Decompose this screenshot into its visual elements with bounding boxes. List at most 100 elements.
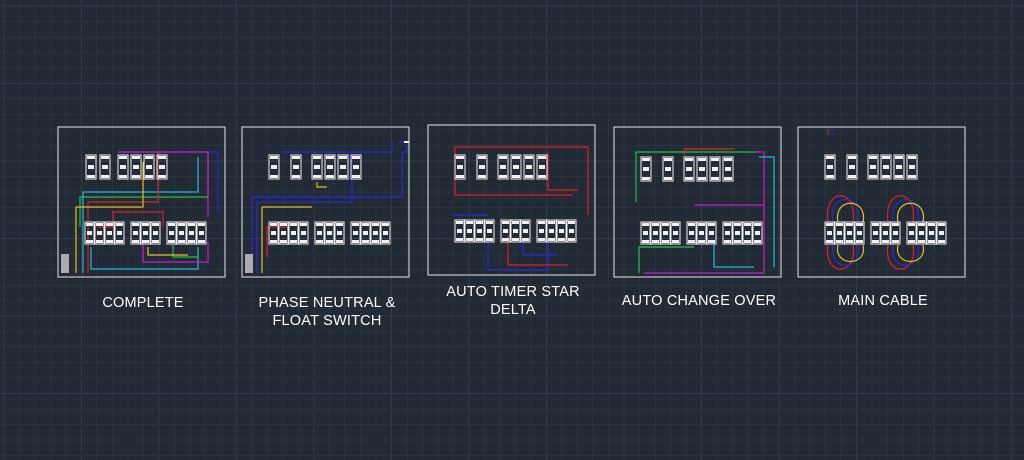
device-symbol	[370, 221, 381, 245]
device-body	[732, 221, 743, 245]
device-terminal-strip	[336, 223, 343, 226]
device-terminal-strip	[106, 240, 113, 243]
device-terminal-strip	[724, 177, 732, 180]
device-switch	[500, 165, 506, 169]
device-symbol	[936, 221, 947, 245]
device-terminal-strip	[476, 238, 483, 241]
device-body	[722, 156, 734, 182]
device-terminal-strip	[352, 223, 359, 226]
device-terminal-strip	[168, 240, 175, 243]
device-body	[298, 221, 309, 245]
device-terminal-strip	[642, 177, 650, 180]
device-terminal-strip	[116, 223, 123, 226]
cable-loop	[837, 202, 864, 223]
device-terminal-strip	[313, 175, 321, 178]
device-body	[176, 221, 187, 245]
device-switch	[87, 231, 92, 235]
device-terminal-strip	[652, 223, 659, 226]
device-body	[464, 219, 475, 243]
device-symbol	[709, 156, 721, 182]
device-body	[556, 219, 567, 243]
device-body	[752, 221, 763, 245]
device-switch	[363, 231, 368, 235]
device-switch	[291, 231, 296, 235]
wire	[316, 182, 327, 188]
device-switch	[909, 165, 915, 169]
device-switch	[353, 231, 358, 235]
device-body	[824, 221, 835, 245]
device-body	[536, 219, 547, 243]
device-terminal-strip	[456, 238, 463, 241]
device-terminal-strip	[106, 223, 113, 226]
device-symbol	[186, 221, 197, 245]
panel-frame	[797, 126, 966, 278]
wire	[522, 240, 558, 256]
cable-loop	[892, 198, 919, 223]
device-terminal-strip	[300, 223, 307, 226]
device-symbol	[350, 154, 362, 180]
wire	[266, 226, 287, 257]
device-switch	[559, 229, 564, 233]
device-terminal-strip	[270, 223, 277, 226]
device-terminal-strip	[87, 156, 95, 159]
device-switch	[337, 231, 342, 235]
device-body	[536, 154, 548, 180]
device-terminal-strip	[522, 238, 529, 241]
wire	[454, 153, 573, 196]
device-switch	[120, 165, 126, 169]
device-terminal-strip	[734, 223, 741, 226]
device-terminal-strip	[362, 223, 369, 226]
device-switch	[107, 231, 112, 235]
device-symbol	[696, 221, 707, 245]
device-terminal-strip	[96, 240, 103, 243]
wire	[98, 211, 164, 228]
device-body	[683, 156, 695, 182]
device-symbol	[906, 154, 918, 180]
device-symbol	[337, 154, 349, 180]
panel-frame	[57, 126, 226, 278]
device-switch	[479, 165, 485, 169]
device-body	[143, 154, 155, 180]
device-switch	[686, 167, 692, 171]
device-symbol	[520, 219, 531, 243]
device-symbol	[696, 156, 708, 182]
device-terminal-strip	[352, 240, 359, 243]
device-symbol	[742, 221, 753, 245]
device-switch	[526, 165, 532, 169]
device-symbol	[268, 221, 279, 245]
label-auto-change-over: AUTO CHANGE OVER	[599, 292, 799, 310]
cable-loop	[887, 244, 914, 270]
device-terminal-strip	[270, 240, 277, 243]
panel-auto-timer-star-delta	[427, 124, 596, 276]
device-body	[834, 221, 845, 245]
device-terminal-strip	[352, 175, 360, 178]
device-symbol	[350, 221, 361, 245]
wire	[399, 141, 408, 153]
device-terminal-strip	[486, 238, 493, 241]
device-terminal-strip	[688, 240, 695, 243]
device-symbol	[454, 154, 466, 180]
device-switch	[837, 231, 842, 235]
device-terminal-strip	[826, 156, 834, 159]
wire	[75, 162, 144, 273]
device-terminal-strip	[918, 240, 925, 243]
device-terminal-strip	[744, 240, 751, 243]
device-terminal-strip	[270, 156, 278, 159]
device-body	[474, 219, 485, 243]
device-terminal-strip	[339, 175, 347, 178]
device-switch	[159, 165, 165, 169]
device-symbol	[660, 221, 671, 245]
device-terminal-strip	[168, 223, 175, 226]
device-body	[546, 219, 557, 243]
device-terminal-strip	[178, 240, 185, 243]
device-terminal-strip	[152, 223, 159, 226]
device-symbol	[290, 154, 302, 180]
device-symbol	[650, 221, 661, 245]
device-terminal-strip	[928, 223, 935, 226]
device-terminal-strip	[290, 223, 297, 226]
device-symbol	[278, 221, 289, 245]
device-terminal-strip	[362, 240, 369, 243]
device-switch	[102, 165, 108, 169]
device-terminal-strip	[938, 240, 945, 243]
label-line: PHASE NEUTRAL &	[258, 295, 396, 311]
